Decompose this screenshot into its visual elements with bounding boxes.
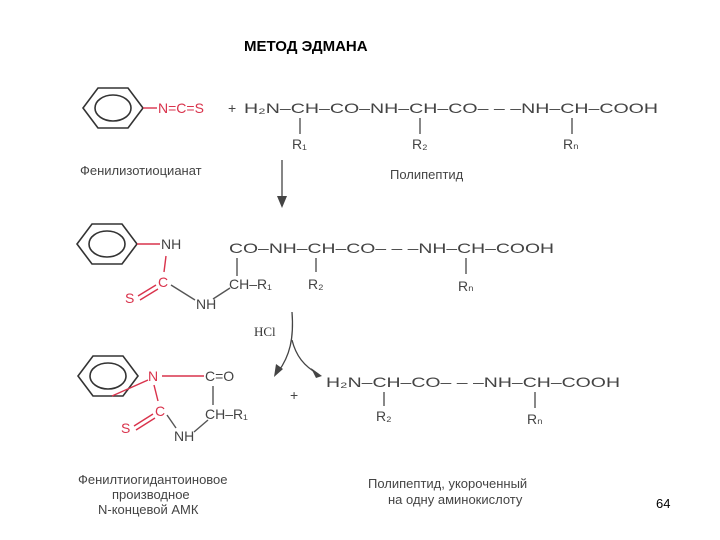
phenyl-ring-1 [82, 87, 144, 129]
c-s-double-bond-a [137, 284, 157, 297]
phenyl-ring-3 [77, 355, 139, 397]
reaction-arrow-1 [277, 160, 287, 208]
rn-label: Rₙ [563, 136, 579, 152]
rn-label-2: Rₙ [458, 278, 474, 294]
s-atom-label-3: S [121, 420, 130, 436]
product-caption-line-3: N-концевой АМК [98, 502, 199, 517]
product-caption-line-2: производное [112, 487, 190, 502]
short-peptide-caption-line-1: Полипептид, укороченный [368, 476, 527, 491]
phenyl-ring-2 [76, 223, 138, 265]
c-s-double-bond-3b [135, 417, 156, 431]
product-caption-line-1: Фенилтиогидантоиновое [78, 472, 228, 487]
ring-to-n-bond-3 [111, 379, 149, 397]
c-s-double-bond-b [139, 288, 159, 301]
r2-label-2: R₂ [308, 276, 324, 292]
nh-label-3: NH [174, 428, 194, 444]
hcl-label: HCl [254, 324, 276, 339]
r2-label: R₂ [412, 136, 428, 152]
c-to-nh-bond [170, 284, 196, 301]
reagent-caption: Фенилизотиоцианат [80, 163, 202, 178]
r2-label-3: R₂ [376, 408, 392, 424]
nh-bottom-label: NH [196, 296, 216, 312]
c-to-nh-bond-3 [166, 414, 177, 429]
ch-r1-label-3: CH–R₁ [205, 406, 248, 422]
short-peptide-caption-line-2: на одну аминокислоту [388, 492, 523, 507]
nh-to-c-bond [163, 255, 167, 273]
rn-label-3: Rₙ [527, 411, 543, 427]
slide-title: МЕТОД ЭДМАНА [244, 38, 368, 55]
c-o-label: C=O [205, 368, 234, 384]
c-atom-label-3: C [155, 403, 165, 419]
chain-top: CO–NH–CH–CO– – –NH–CH–COOH [229, 240, 554, 256]
plus-sign-1: + [228, 100, 236, 116]
c-atom-label: C [158, 274, 168, 290]
plus-sign-2: + [290, 387, 298, 403]
c-s-double-bond-3a [133, 413, 154, 427]
r1-label: R₁ [292, 136, 307, 152]
peptide-caption: Полипептид [390, 167, 464, 182]
page-number: 64 [656, 496, 671, 511]
s-atom-label: S [125, 290, 134, 306]
nh-to-ch-bond-3 [193, 419, 209, 433]
nh-to-ch-bond [212, 287, 231, 300]
n-to-c-bond [153, 384, 159, 402]
nh-top-label: NH [161, 236, 181, 252]
reagent-formula: N=C=S [158, 100, 204, 116]
reaction-arrow-2 [274, 311, 322, 378]
short-chain: H₂N–CH–CO– – –NH–CH–COOH [326, 374, 620, 390]
peptide-chain: H₂N–CH–CO–NH–CH–CO– – –NH–CH–COOH [244, 100, 658, 116]
n-atom-label: N [148, 368, 158, 384]
ch-r1-label: CH–R₁ [229, 276, 272, 292]
